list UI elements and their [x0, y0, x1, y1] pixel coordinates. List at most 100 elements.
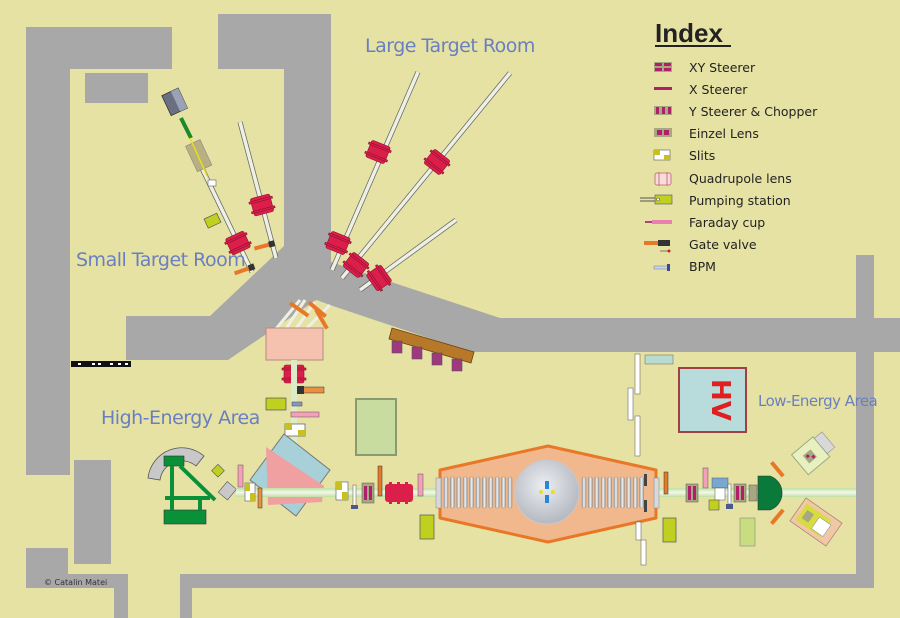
quadrupole-lens-icon [654, 172, 672, 186]
quadrupole-lens [385, 482, 413, 504]
accelerator-ring [633, 476, 638, 509]
small-target-apparatus [161, 87, 222, 229]
xy-steerer [685, 483, 699, 503]
faraday-cup [237, 464, 244, 488]
pumping-station-icon [640, 194, 673, 205]
pumping-station [265, 397, 287, 411]
cabinet [644, 354, 674, 365]
accelerator-ring [607, 476, 612, 509]
gate-valve [663, 471, 669, 495]
einzel-lens-icon [654, 128, 672, 137]
legend-label: X Steerer [689, 82, 748, 97]
legend-title: Index [655, 18, 723, 48]
accelerator-ring [639, 476, 644, 509]
bpm [352, 484, 357, 508]
shield-walls [627, 353, 647, 566]
accelerating-tube-left [443, 476, 513, 509]
tandem-accelerator [435, 444, 660, 544]
accelerator-ring [507, 476, 513, 509]
wall-segment [114, 574, 128, 618]
xy-steerer-icon [654, 62, 672, 72]
slits [244, 482, 256, 502]
bpm-icon [653, 264, 670, 271]
accelerator-ring [626, 476, 631, 509]
copyright: © Catalin Matei [44, 578, 107, 587]
legend-label: XY Steerer [689, 60, 756, 75]
wall-segment [85, 73, 148, 103]
legend-label: Y Steerer & Chopper [688, 104, 818, 119]
bpm-base [351, 505, 358, 509]
accelerator-ring [475, 476, 481, 509]
accelerator-ring [456, 476, 461, 509]
wall-segment [74, 460, 111, 564]
accelerator-ring [469, 476, 474, 509]
accelerator-ring [620, 476, 625, 509]
hv-label: HV [705, 379, 735, 421]
accelerator-ring [588, 476, 593, 509]
pump-rack [388, 327, 475, 372]
slits [335, 481, 349, 501]
ion-source-lower [789, 497, 843, 547]
wall-segment [180, 574, 874, 588]
accelerator-ring [495, 476, 500, 509]
faraday-cup [702, 467, 709, 489]
accelerator-ring [482, 476, 487, 509]
legend-label: Slits [689, 148, 715, 163]
xy-steerer [361, 482, 375, 504]
faraday-cup [290, 411, 320, 418]
wall-segment [290, 250, 900, 352]
accelerator-ring [613, 476, 619, 509]
large-target-beamlines [329, 71, 512, 293]
wall-segment [218, 14, 284, 69]
pumping-station [708, 499, 720, 511]
legend: Index XY Steerer X Steerer Y Steerer & C… [640, 18, 818, 274]
small-target-room-label: Small Target Room [76, 249, 245, 271]
small-target-beamlines [195, 121, 332, 332]
bpm [291, 401, 303, 407]
accelerating-tube-right [581, 476, 644, 509]
accelerator-ring [463, 476, 468, 509]
legend-label: Gate valve [689, 237, 757, 252]
faraday-cup-icon [645, 220, 672, 224]
bpm-base [726, 504, 733, 509]
legend-label: Pumping station [689, 193, 791, 208]
gate-valve [377, 465, 383, 497]
xy-steerer [733, 483, 747, 503]
hv-cabinet: HV [678, 367, 747, 433]
y-steerer-chopper-icon [654, 106, 672, 115]
accelerator-ring [601, 476, 606, 509]
accelerator-ring [581, 476, 587, 509]
faraday-cup [417, 473, 424, 497]
wall-segment [836, 318, 874, 352]
pumping-station [662, 517, 677, 543]
bending-magnet [147, 447, 237, 525]
gate-valve [257, 487, 263, 509]
injection-magnet [757, 475, 783, 511]
accelerator-ring [443, 476, 449, 509]
legend-label: Einzel Lens [689, 126, 759, 141]
slit-box [714, 487, 726, 501]
accelerator-ring [488, 476, 493, 509]
slits-icon [653, 149, 671, 161]
wall-segment [284, 14, 331, 254]
large-target-room-label: Large Target Room [365, 35, 535, 57]
bpm [727, 483, 732, 505]
low-energy-area-label: Low-Energy Area [758, 392, 877, 410]
legend-label: Faraday cup [689, 215, 765, 230]
x-steerer-icon [654, 87, 672, 90]
accelerator-ring [450, 476, 455, 509]
high-energy-area-label: High-Energy Area [101, 407, 260, 429]
ion-source-upper [790, 431, 836, 476]
einzel-lens [748, 484, 758, 502]
control-block [355, 398, 397, 456]
walls [26, 14, 900, 618]
scale-bar [71, 361, 131, 367]
wall-segment [126, 246, 331, 360]
gate-valve [770, 508, 785, 525]
accelerator-ring [594, 476, 599, 509]
gate-valves [233, 240, 329, 394]
wall-segment [180, 574, 192, 618]
switching-magnet [265, 327, 324, 361]
